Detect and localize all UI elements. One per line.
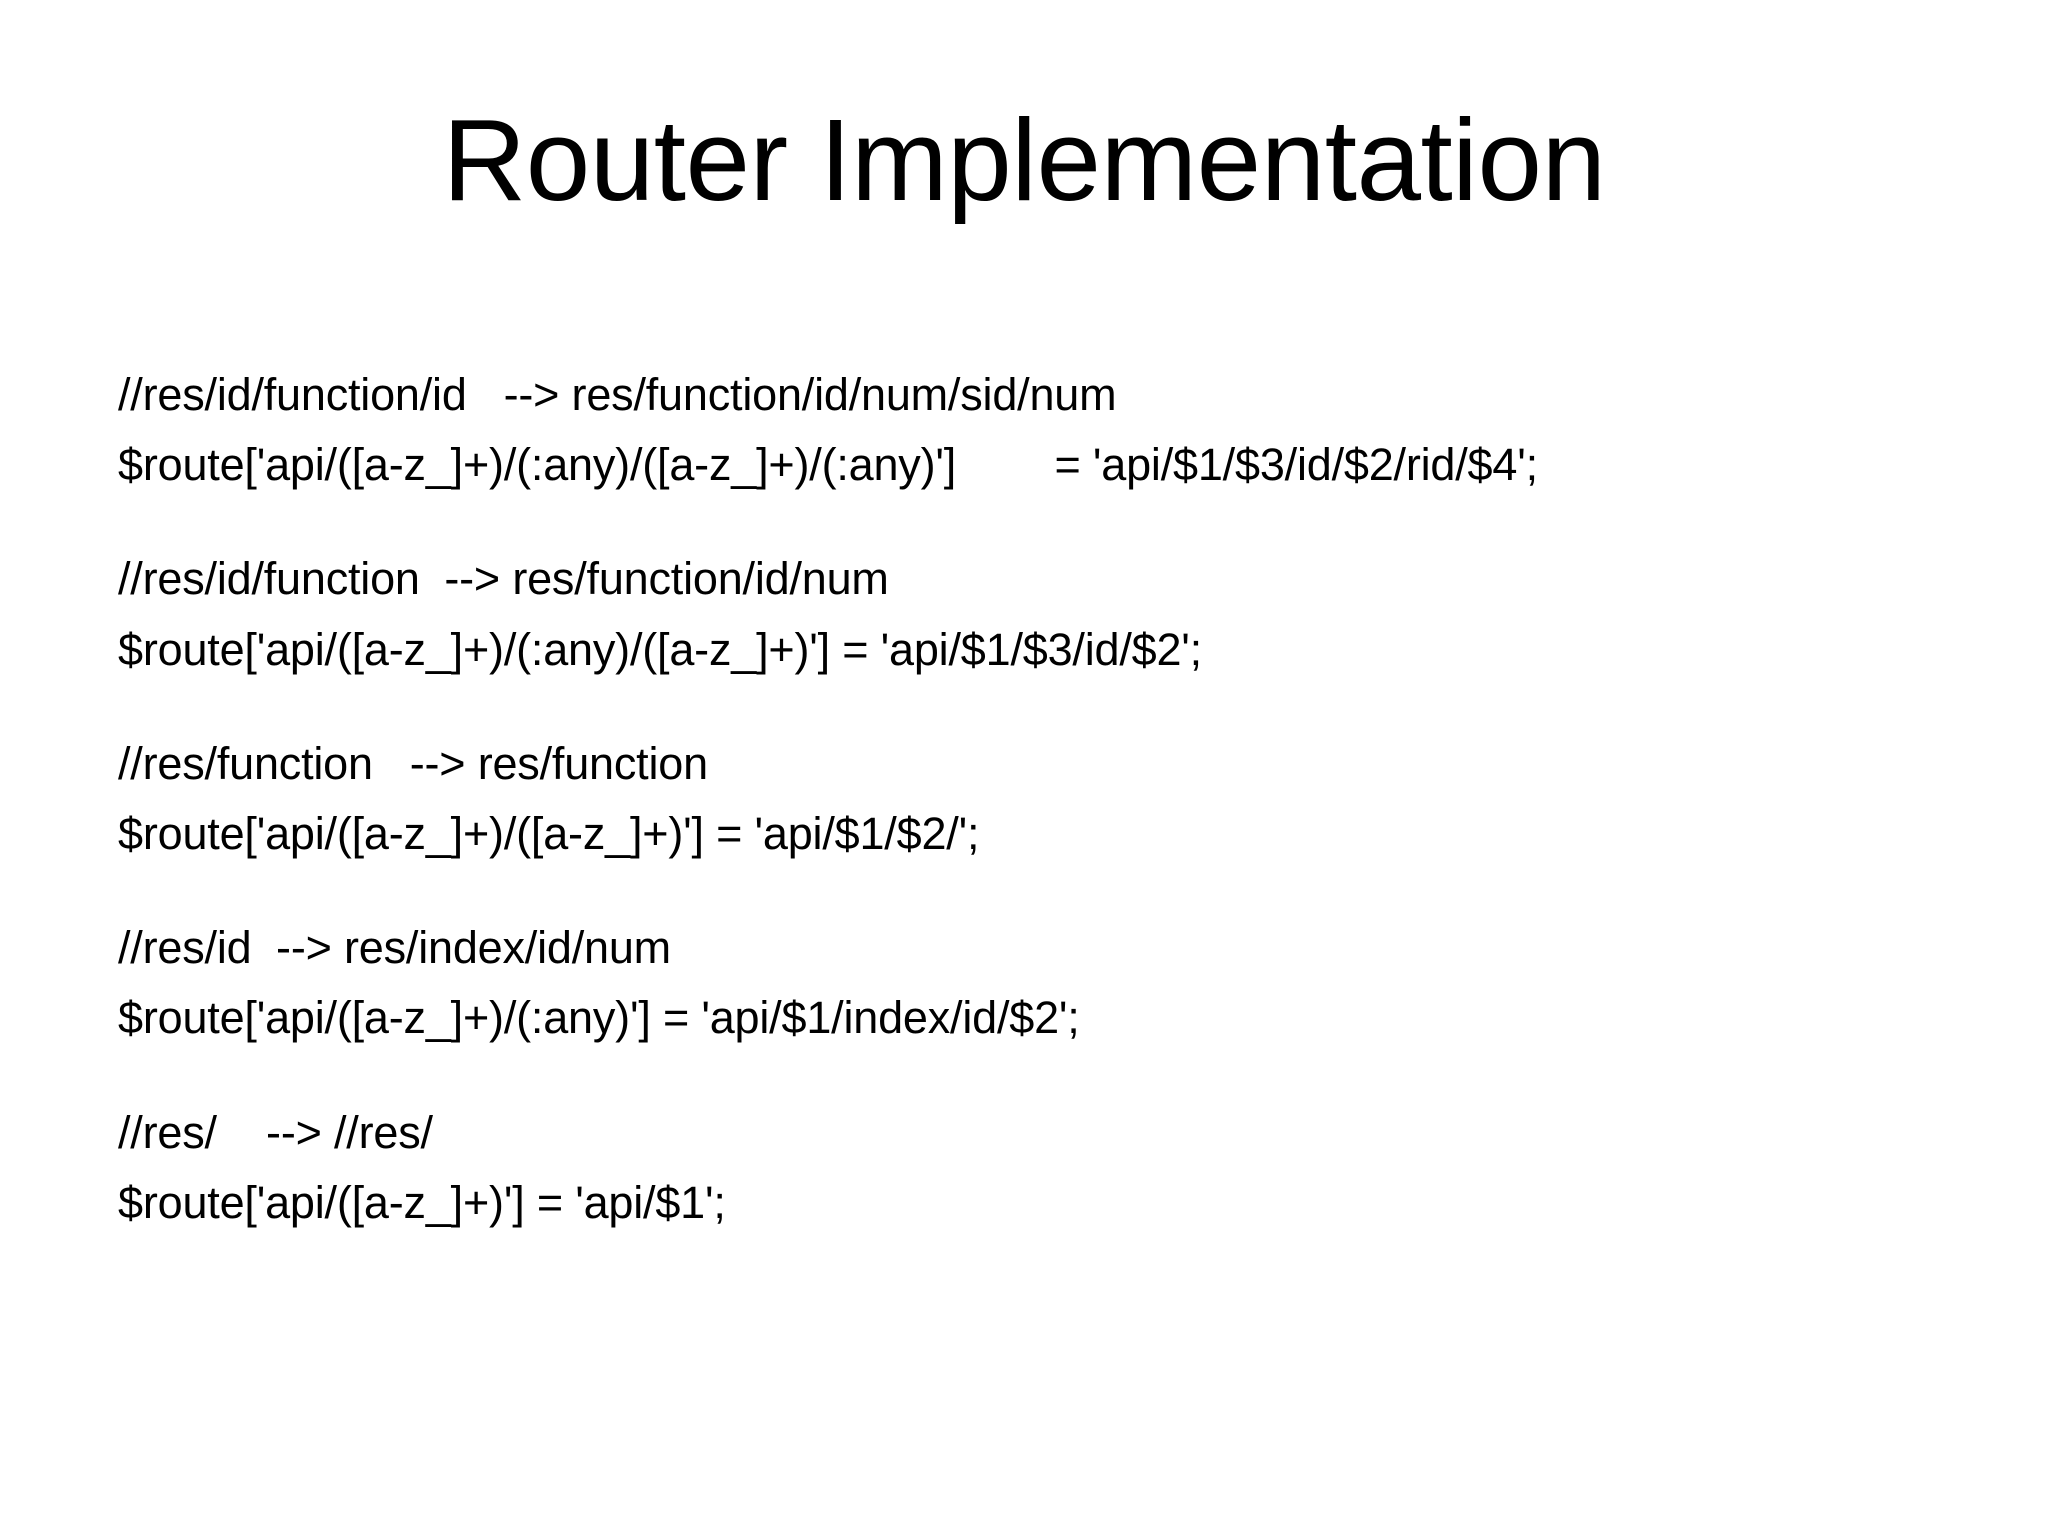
route-comment-line: //res/id/function/id --> res/function/id…: [118, 369, 1117, 420]
route-comment-line: //res/id --> res/index/id/num: [118, 922, 671, 974]
route-declaration-line: $route['api/([a-z_]+)/(:any)'] = 'api/$1…: [118, 992, 1080, 1044]
route-declaration-line: $route['api/([a-z_]+)/(:any)/([a-z_]+)/(…: [118, 439, 1538, 491]
route-declaration-line: $route['api/([a-z_]+)'] = 'api/$1';: [118, 1176, 726, 1228]
route-group: //res/id/function/id --> res/function/id…: [118, 360, 1948, 500]
route-declaration-line: $route['api/([a-z_]+)/([a-z_]+)'] = 'api…: [118, 807, 980, 859]
route-group: //res/id --> res/index/id/num $route['ap…: [118, 913, 1948, 1053]
slide-body-content: //res/id/function/id --> res/function/id…: [118, 360, 1948, 1238]
route-comment-line: //res/function --> res/function: [118, 737, 708, 789]
route-group: //res/ --> //res/ $route['api/([a-z_]+)'…: [118, 1098, 1948, 1238]
page-title: Router Implementation: [442, 95, 1606, 225]
route-comment-line: //res/id/function --> res/function/id/nu…: [118, 553, 889, 605]
route-group: //res/function --> res/function $route['…: [118, 729, 1948, 869]
route-comment-line: //res/ --> //res/: [118, 1106, 433, 1158]
route-declaration-line: $route['api/([a-z_]+)/(:any)/([a-z_]+)']…: [118, 623, 1202, 675]
route-group: //res/id/function --> res/function/id/nu…: [118, 544, 1948, 684]
